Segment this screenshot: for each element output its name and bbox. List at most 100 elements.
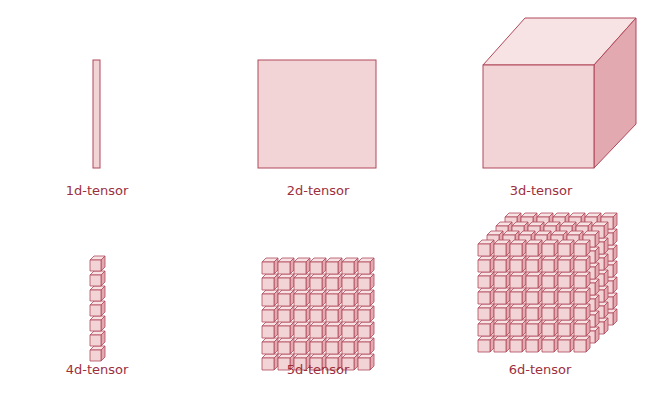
cube-face bbox=[306, 306, 310, 322]
cube-face bbox=[522, 304, 526, 320]
cube-face bbox=[306, 338, 310, 354]
cube-face bbox=[490, 320, 494, 336]
cube-face bbox=[586, 272, 590, 288]
cube-face bbox=[595, 231, 599, 247]
matrix-square bbox=[258, 60, 376, 168]
cube-face bbox=[542, 260, 554, 272]
cube-face bbox=[558, 308, 570, 320]
cube-face bbox=[595, 247, 599, 263]
cube-face bbox=[310, 310, 322, 322]
cube-face bbox=[586, 336, 590, 352]
cube-face bbox=[526, 324, 538, 336]
cube-face bbox=[595, 311, 599, 327]
cube-face bbox=[604, 286, 608, 302]
cube-face bbox=[586, 288, 590, 304]
cube-face bbox=[490, 272, 494, 288]
cube-face bbox=[595, 263, 599, 279]
cube-face bbox=[370, 274, 374, 290]
cube-face bbox=[506, 288, 510, 304]
cube-face bbox=[326, 342, 338, 354]
cube-face bbox=[494, 244, 506, 256]
cube-face bbox=[338, 258, 342, 274]
cube-face bbox=[310, 278, 322, 290]
cube-face bbox=[101, 271, 105, 286]
cube-face bbox=[338, 322, 342, 338]
cube-face bbox=[278, 294, 290, 306]
cube-face bbox=[294, 294, 306, 306]
cube-face bbox=[342, 310, 354, 322]
cube-face bbox=[586, 256, 590, 272]
small-cubes bbox=[90, 213, 617, 370]
cube-face bbox=[274, 354, 278, 370]
cube-face bbox=[554, 256, 558, 272]
cube-face bbox=[354, 290, 358, 306]
cube-face bbox=[274, 258, 278, 274]
cube-face bbox=[478, 260, 490, 272]
cube-face bbox=[522, 272, 526, 288]
cube-face bbox=[558, 292, 570, 304]
cube-face bbox=[294, 262, 306, 274]
cube-face bbox=[274, 274, 278, 290]
cube-face bbox=[522, 256, 526, 272]
cube-face bbox=[613, 261, 617, 277]
cube-face bbox=[613, 229, 617, 245]
cube-face bbox=[354, 354, 358, 370]
cube-face bbox=[506, 256, 510, 272]
cube-face bbox=[522, 240, 526, 256]
cube-face bbox=[90, 320, 101, 331]
tensor-label: 6d-tensor bbox=[509, 362, 572, 377]
cube-face bbox=[554, 272, 558, 288]
cube-face bbox=[358, 358, 370, 370]
cube-face bbox=[510, 340, 522, 352]
cube-face bbox=[262, 294, 274, 306]
cube-face bbox=[558, 340, 570, 352]
cube-face bbox=[526, 292, 538, 304]
cube-face bbox=[294, 326, 306, 338]
cube-face bbox=[101, 316, 105, 331]
cube-face bbox=[574, 340, 586, 352]
cube-face bbox=[342, 326, 354, 338]
cube-face bbox=[294, 310, 306, 322]
cube-face bbox=[558, 276, 570, 288]
cube-face bbox=[494, 324, 506, 336]
cube-face bbox=[354, 338, 358, 354]
cube-face bbox=[510, 244, 522, 256]
cube-face bbox=[310, 294, 322, 306]
cube-face bbox=[90, 335, 101, 346]
cube-face bbox=[570, 336, 574, 352]
cube-face bbox=[526, 260, 538, 272]
cube-face bbox=[262, 262, 274, 274]
cube-face bbox=[306, 274, 310, 290]
cube-face bbox=[290, 258, 294, 274]
cube-face bbox=[526, 308, 538, 320]
cube-face bbox=[506, 336, 510, 352]
cube-face bbox=[613, 293, 617, 309]
cube-face bbox=[338, 274, 342, 290]
cube-face bbox=[358, 262, 370, 274]
cube-face bbox=[570, 240, 574, 256]
cube-face bbox=[570, 256, 574, 272]
cube-face bbox=[604, 238, 608, 254]
cube-face bbox=[358, 326, 370, 338]
cube-face bbox=[101, 286, 105, 301]
cube-face bbox=[101, 256, 105, 271]
cube-face bbox=[322, 306, 326, 322]
cube-face bbox=[278, 310, 290, 322]
cube-face bbox=[570, 272, 574, 288]
cube-face bbox=[306, 322, 310, 338]
cube-face bbox=[370, 322, 374, 338]
cube-face bbox=[342, 342, 354, 354]
cube-face bbox=[358, 294, 370, 306]
cube-face bbox=[574, 292, 586, 304]
cube-face bbox=[542, 308, 554, 320]
cube-face bbox=[478, 276, 490, 288]
tensor-label: 5d-tensor bbox=[287, 362, 350, 377]
cube-face bbox=[506, 240, 510, 256]
cube-face bbox=[538, 288, 542, 304]
cube-face bbox=[274, 290, 278, 306]
cube-face bbox=[604, 254, 608, 270]
cube-face bbox=[538, 272, 542, 288]
cube-face bbox=[490, 304, 494, 320]
cube-face bbox=[494, 292, 506, 304]
